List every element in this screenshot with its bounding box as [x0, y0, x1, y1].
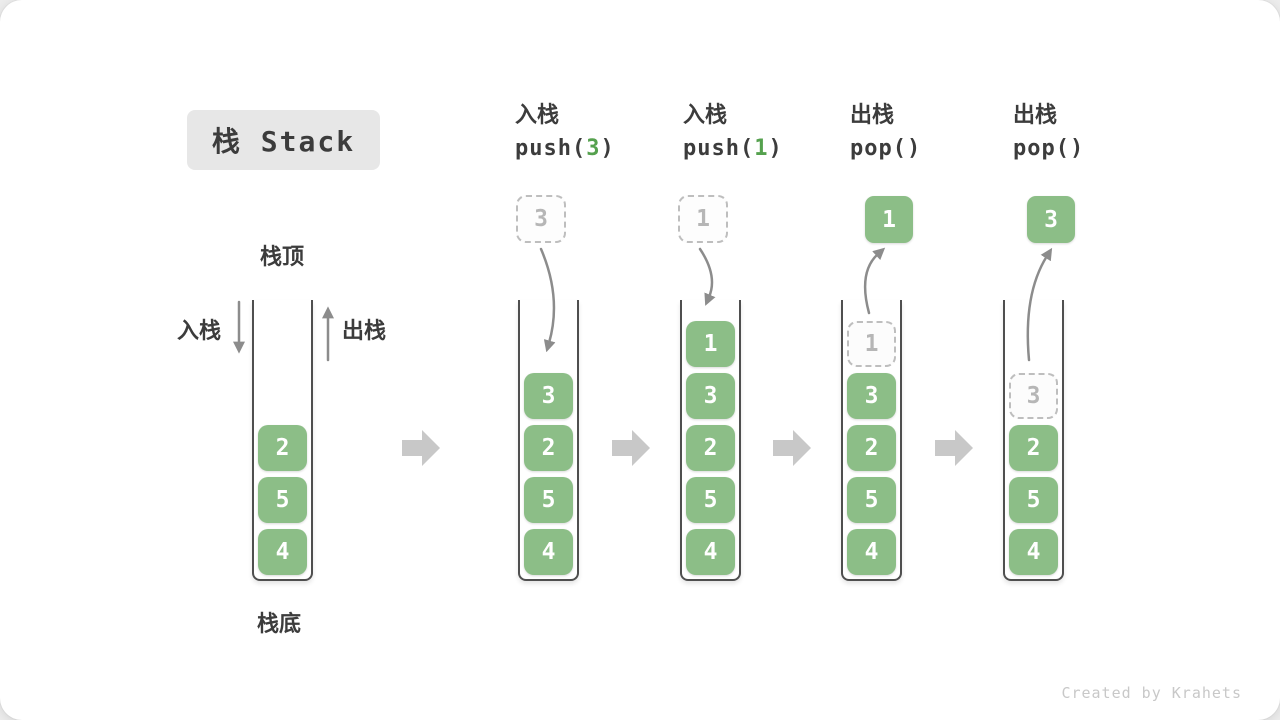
code-argument: 1 [754, 136, 769, 161]
operation-code: pop() [1013, 131, 1183, 167]
operation-name: 出栈 [1013, 103, 1058, 128]
stack-item: 2 [1009, 425, 1058, 471]
push-1-curve-arrow-icon [698, 247, 716, 306]
stack-item: 3 [524, 373, 573, 419]
stack-item: 4 [1009, 529, 1058, 575]
stack-item: 5 [524, 477, 573, 523]
operation-name: 入栈 [683, 103, 728, 128]
operation-name: 入栈 [515, 103, 560, 128]
stack-item: 3 [686, 373, 735, 419]
stack-item: 2 [524, 425, 573, 471]
stack-item: 5 [847, 477, 896, 523]
stage-flow-arrows [402, 430, 973, 466]
operation-label: 出栈 pop() [1013, 101, 1183, 167]
stack-item: 2 [847, 425, 896, 471]
operation-label: 入栈 push(3) [515, 101, 685, 167]
page-title: 栈 Stack [211, 125, 356, 158]
title-box: 栈 Stack [187, 110, 380, 170]
stack-item: 4 [524, 529, 573, 575]
code-text: push( [683, 136, 755, 161]
flow-arrow-icon [935, 430, 973, 466]
flow-arrow-icon [402, 430, 440, 466]
popped-value-box: 1 [865, 196, 913, 243]
operation-label: 出栈 pop() [850, 101, 1020, 167]
stack-item: 5 [686, 477, 735, 523]
stack-container: 4 5 2 3 1 [680, 300, 741, 581]
stack-item: 4 [686, 529, 735, 575]
stack-item: 3 [847, 373, 896, 419]
code-text: pop( [850, 136, 907, 161]
operation-name: 出栈 [850, 103, 895, 128]
stack-item: 1 [686, 321, 735, 367]
stack-item: 5 [1009, 477, 1058, 523]
code-text: push( [515, 136, 587, 161]
ghost-stack-item: 1 [847, 321, 896, 367]
code-text: ) [906, 136, 922, 161]
operation-code: push(1) [683, 131, 853, 167]
stack-item: 4 [847, 529, 896, 575]
stack-container: 4 5 2 3 [518, 300, 579, 581]
stack-container: 4 5 2 3 [1003, 300, 1064, 581]
push-3-curve-arrow-icon [539, 247, 556, 353]
watermark: Created by Krahets [1061, 684, 1242, 702]
flow-arrow-icon [773, 430, 811, 466]
incoming-value-box: 1 [678, 195, 728, 243]
stack-top-label: 栈顶 [260, 245, 305, 270]
stack-container: 4 5 2 3 1 [841, 300, 902, 581]
stack-bottom-label: 栈底 [257, 612, 302, 637]
operation-code: pop() [850, 131, 1020, 167]
operation-label: 入栈 push(1) [683, 101, 853, 167]
pop-legend-label: 出栈 [342, 319, 387, 344]
code-text: pop( [1013, 136, 1070, 161]
code-text: ) [1069, 136, 1085, 161]
code-text: ) [768, 136, 783, 161]
stack-item: 4 [258, 529, 307, 575]
push-legend-label: 入栈 [177, 319, 222, 344]
operation-code: push(3) [515, 131, 685, 167]
stack-item: 2 [258, 425, 307, 471]
popped-value-box: 3 [1027, 196, 1075, 243]
ghost-stack-item: 3 [1009, 373, 1058, 419]
incoming-value-box: 3 [516, 195, 566, 243]
pop-1-curve-arrow-icon [863, 247, 886, 315]
flow-arrow-icon [612, 430, 650, 466]
stack-item: 5 [258, 477, 307, 523]
stack-container: 4 5 2 [252, 300, 313, 581]
stack-item: 2 [686, 425, 735, 471]
code-text: ) [600, 136, 615, 161]
code-argument: 3 [586, 136, 601, 161]
pop-3-curve-arrow-icon [1026, 247, 1053, 362]
